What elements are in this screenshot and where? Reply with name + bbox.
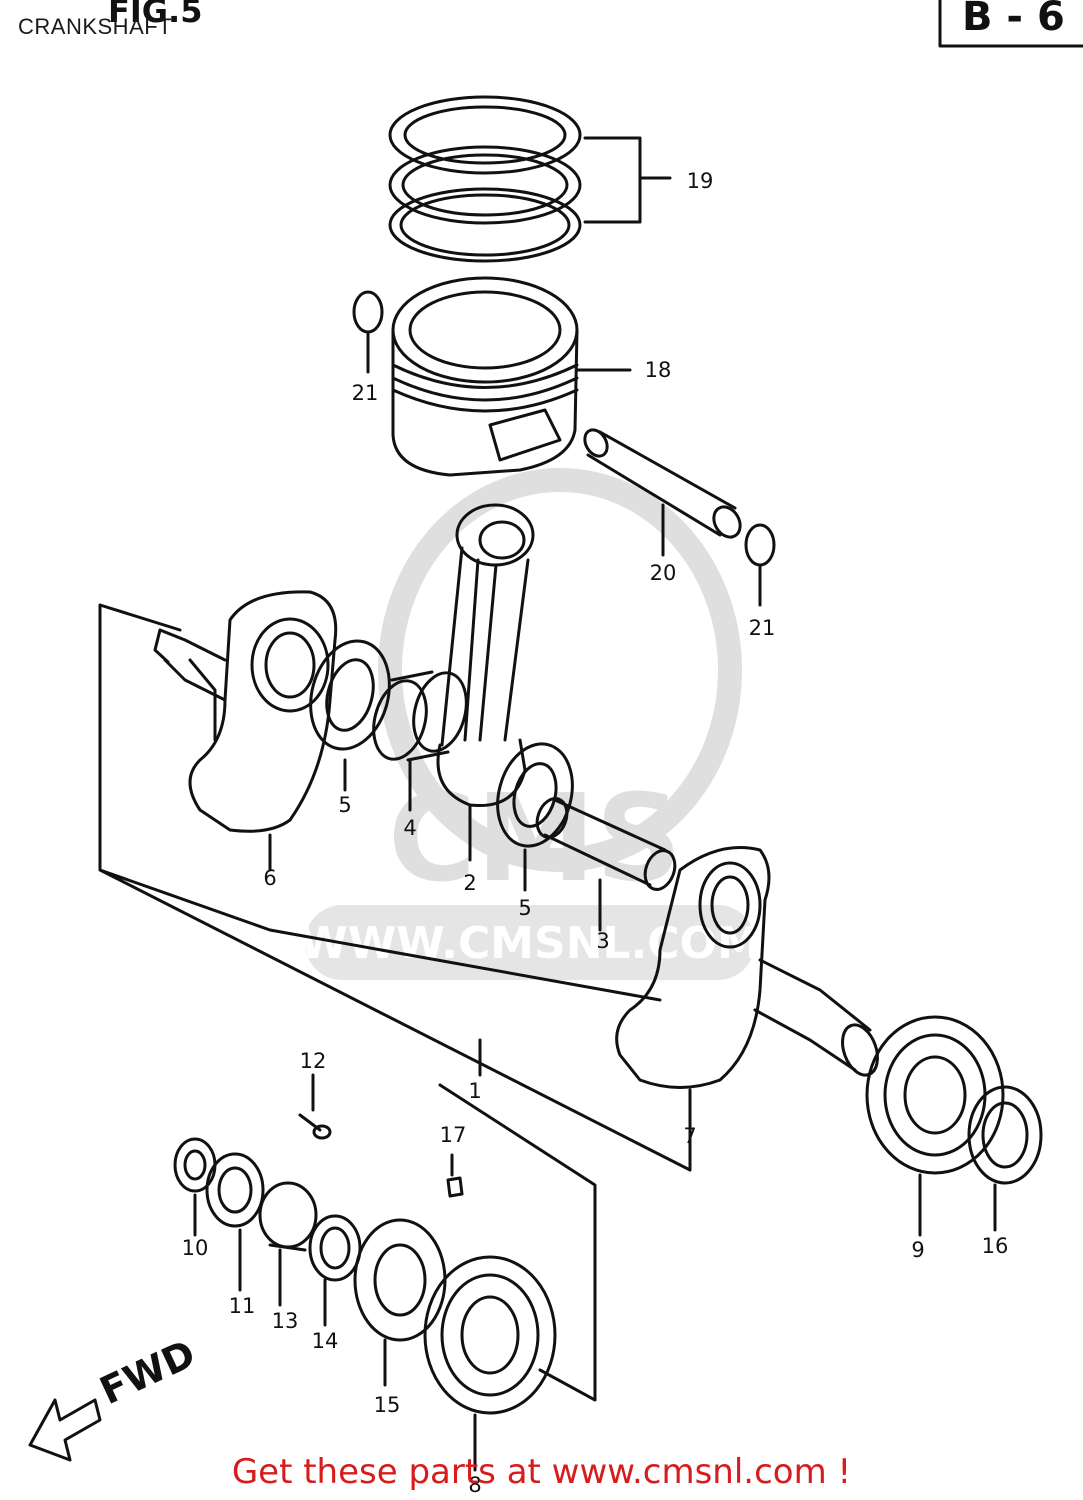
callout-21: 21: [749, 616, 776, 640]
lower-bracket: [438, 1083, 597, 1402]
callout-17: 17: [440, 1123, 467, 1147]
callout-6: 6: [263, 866, 276, 890]
section-box: [938, 0, 1083, 48]
callout-20: 20: [650, 561, 677, 585]
retainer-plate: [205, 1152, 265, 1292]
callout-5: 5: [338, 793, 351, 817]
washer: [308, 1214, 362, 1327]
left-bearing: [423, 1255, 557, 1472]
circlip-left: [352, 290, 384, 334]
circlip-right: [744, 523, 776, 567]
spacer: [258, 1181, 318, 1307]
thrust-washer-left: [309, 639, 391, 751]
right-bearing: [865, 1015, 1005, 1237]
piston-rings: [388, 95, 672, 263]
callout-9: 9: [911, 1238, 924, 1262]
callout-21: 21: [352, 381, 379, 405]
callout-19: 19: [687, 169, 714, 193]
callout-4: 4: [403, 816, 416, 840]
callout-5: 5: [518, 896, 531, 920]
piston: [391, 276, 632, 477]
callout-11: 11: [229, 1294, 256, 1318]
crankshaft-left-half: [153, 590, 338, 872]
watermark-url: WWW.CMSNL.COM: [299, 918, 761, 969]
fwd-arrow: FWD: [28, 1331, 202, 1462]
callout-2: 2: [463, 871, 476, 895]
fwd-label: FWD: [93, 1331, 202, 1413]
callout-14: 14: [312, 1329, 339, 1353]
callout-3: 3: [596, 929, 609, 953]
screw: [298, 1073, 332, 1140]
callout-8: 8: [468, 1473, 481, 1497]
callout-16: 16: [982, 1234, 1009, 1258]
callout-18: 18: [645, 358, 672, 382]
callout-13: 13: [272, 1309, 299, 1333]
footer-cta-link[interactable]: Get these parts at www.cmsnl.com !: [231, 1452, 852, 1492]
connecting-rod: [436, 503, 535, 862]
callout-10: 10: [182, 1236, 209, 1260]
callout-1: 1: [468, 1079, 481, 1103]
watermark: CMS WWW.CMSNL.COM: [299, 468, 761, 980]
section-code: B - 6: [962, 0, 1065, 40]
key: [446, 1153, 464, 1198]
oil-seal-left: [173, 1137, 217, 1237]
crank-pin: [535, 797, 677, 932]
callout-15: 15: [374, 1393, 401, 1417]
fig-label: FIG.5: [108, 0, 202, 30]
watermark-brand: CMS: [388, 770, 682, 909]
callout-12: 12: [300, 1049, 327, 1073]
thrust-washer-right: [496, 742, 574, 848]
oil-seal: [967, 1085, 1043, 1232]
needle-bearing: [372, 670, 468, 812]
callout-7: 7: [683, 1124, 696, 1148]
assembly-bracket: [98, 603, 692, 1172]
piston-pin: [583, 428, 742, 557]
page-title: CRANKSHAFT: [18, 14, 173, 39]
footer-cta[interactable]: Get these parts at www.cmsnl.com !: [0, 1452, 1083, 1492]
